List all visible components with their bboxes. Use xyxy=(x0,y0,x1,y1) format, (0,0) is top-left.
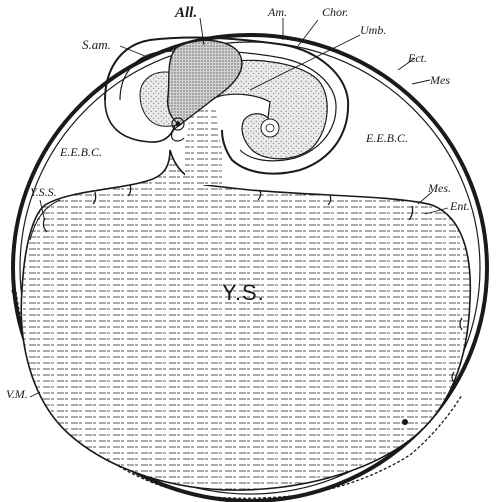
label-ectoderm: Ect. xyxy=(408,52,427,64)
label-yolk-sac: Y.S. xyxy=(222,282,265,304)
label-mesoderm-top: Mes xyxy=(430,74,450,86)
label-amnion: Am. xyxy=(268,6,287,18)
label-sero-amnion: S.am. xyxy=(82,38,111,51)
label-eebc-right: E.E.B.C. xyxy=(366,132,408,144)
label-umbilical: Umb. xyxy=(360,24,386,36)
label-entoderm: Ent. xyxy=(450,200,470,212)
label-vitelline-membrane: V.M. xyxy=(6,388,28,400)
label-allantois: All. xyxy=(175,6,197,21)
label-yolk-sac-septa: Y.S.S. xyxy=(30,186,57,198)
embryo-vesicle xyxy=(261,119,279,137)
yolk-sac-region xyxy=(21,150,470,490)
yolk-stalk xyxy=(185,110,222,185)
label-chorion: Chor. xyxy=(322,6,348,18)
label-mesoderm-right: Mes. xyxy=(428,182,451,194)
yolk-dot xyxy=(402,419,408,425)
label-eebc-left: E.E.B.C. xyxy=(60,146,102,158)
